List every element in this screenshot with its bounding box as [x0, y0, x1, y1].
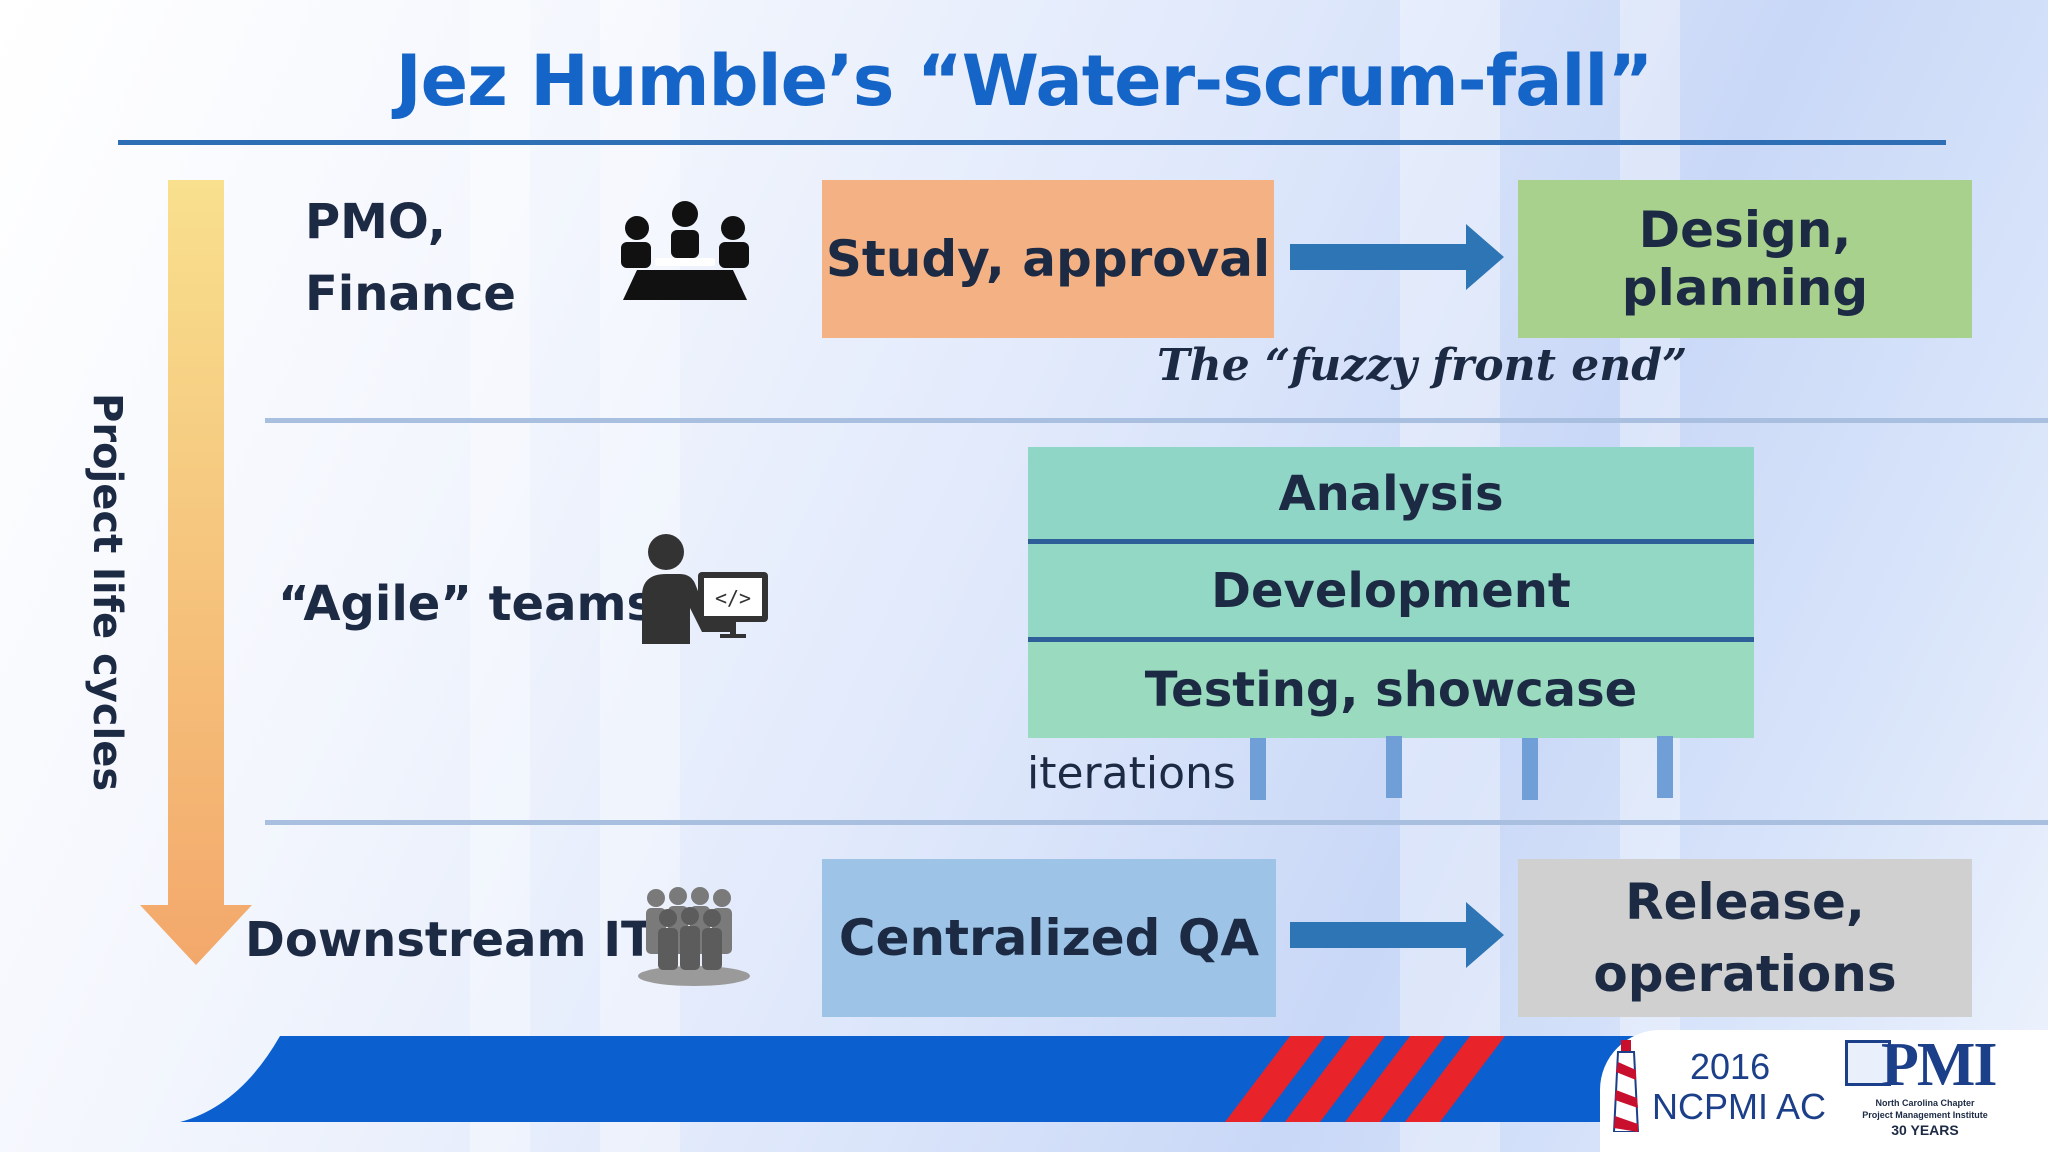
design-planning-box: Design, planning	[1518, 180, 1972, 338]
study-approval-box: Study, approval	[822, 180, 1274, 338]
release-line1: Release,	[1625, 873, 1865, 931]
iteration-tick	[1386, 736, 1402, 798]
iteration-tick	[1250, 738, 1266, 800]
stack-divider-1	[1028, 539, 1754, 544]
pmi-logo: PMI North Carolina Chapter Project Manag…	[1845, 1031, 2005, 1144]
row-divider-1	[265, 418, 2048, 423]
iteration-tick	[1657, 736, 1673, 798]
team-icon	[638, 887, 750, 986]
iteration-tick	[1522, 738, 1538, 800]
fuzzy-front-end-note: The “fuzzy front end”	[1157, 340, 1688, 391]
slide-title: Jez Humble’s “Water-scrum-fall”	[395, 40, 1654, 122]
pmi-logo-mark	[1845, 1040, 1891, 1086]
chapter-line3: 30 YEARS	[1891, 1122, 1959, 1138]
lifecycle-label: Project life cycles	[84, 393, 130, 792]
pmo-label-line1: PMO,	[305, 194, 446, 250]
centralized-qa-box: Centralized QA	[822, 859, 1276, 1017]
background-column	[470, 0, 530, 1152]
meeting-icon	[621, 201, 749, 300]
stack-divider-2	[1028, 637, 1754, 642]
release-line2: operations	[1593, 945, 1897, 1003]
iterations-label: iterations	[1027, 748, 1236, 799]
analysis-box: Analysis	[1028, 447, 1754, 541]
flow-arrow-bottom	[1290, 902, 1504, 968]
footer-white-cutout	[1600, 1030, 2048, 1152]
conference-name: NCPMI AC	[1652, 1086, 1827, 1127]
testing-showcase-box: Testing, showcase	[1028, 642, 1754, 738]
development-box: Development	[1028, 544, 1754, 638]
row-divider-2	[265, 820, 2048, 825]
developer-icon: </>	[642, 534, 768, 644]
pmi-logo-text: PMI	[1881, 1031, 1998, 1099]
chapter-line1: North Carolina Chapter	[1875, 1098, 1975, 1108]
release-operations-box: Release, operations	[1518, 859, 1972, 1017]
lighthouse-icon	[1612, 1040, 1640, 1132]
chapter-line2: Project Management Institute	[1862, 1110, 1988, 1120]
agile-label: “Agile” teams	[278, 576, 656, 632]
title-underline	[118, 140, 1946, 145]
downstream-label: Downstream IT	[245, 912, 654, 968]
lifecycle-arrow	[140, 180, 252, 965]
flow-arrow-top	[1290, 224, 1504, 290]
footer-band	[180, 1036, 1640, 1122]
pmo-label-line2: Finance	[305, 266, 516, 322]
conference-year: 2016	[1690, 1046, 1771, 1087]
svg-text:</>: </>	[715, 586, 751, 610]
